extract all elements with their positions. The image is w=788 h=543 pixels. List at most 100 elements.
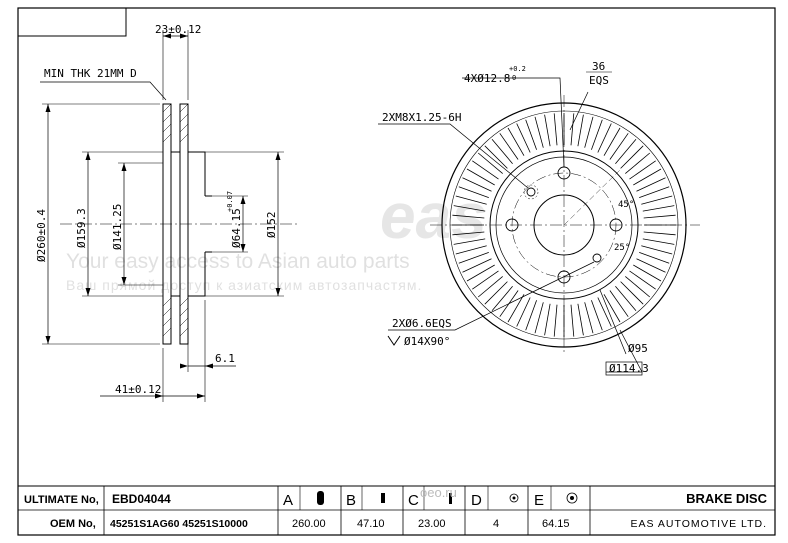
countersink-label: Ø14X90°	[404, 335, 450, 348]
cooling-vane	[577, 114, 584, 147]
dim-95-label: Ø95	[628, 342, 648, 355]
leader-thread	[378, 123, 529, 189]
cooling-vane	[625, 152, 651, 174]
eqs-label: EQS	[589, 74, 609, 87]
dim-152-label: Ø152	[265, 212, 278, 239]
cooling-vanes	[452, 113, 676, 337]
cooling-vane	[636, 177, 666, 192]
cooling-vane	[553, 304, 558, 337]
cooling-vane	[584, 116, 594, 148]
cooling-vane	[516, 123, 531, 153]
dimension-b-icon	[381, 493, 385, 503]
column-b-value: 47.10	[357, 518, 385, 530]
side-view	[40, 30, 300, 402]
cooling-vane	[484, 281, 508, 305]
cooling-vane	[534, 302, 544, 334]
front-view	[378, 77, 700, 376]
cooling-vane	[462, 177, 492, 192]
cooling-vane	[615, 286, 637, 312]
cooling-vane	[597, 297, 612, 327]
cooling-vane	[458, 252, 489, 264]
thread-label: 2XM8X1.25-6H	[382, 111, 461, 124]
side-labels: MIN THK 21MM D 23±0.12 Ø260±0.4 Ø159.3 Ø…	[35, 23, 278, 396]
cooling-vane	[491, 286, 513, 312]
cooling-vane	[477, 152, 503, 174]
oem-label: OEM No,	[50, 518, 96, 530]
dim-61-label: 6.1	[215, 352, 235, 365]
dim-6415-tol: +0.07	[226, 191, 234, 212]
cooling-vane	[629, 270, 656, 290]
cooling-vane	[466, 168, 495, 186]
watermark-logo: eas	[380, 180, 487, 252]
angle-45-label: 45°	[618, 200, 634, 210]
cooling-vane	[642, 205, 675, 212]
ultimate-label: ULTIMATE No,	[24, 494, 99, 506]
dimension-a-icon	[317, 491, 324, 505]
cooling-vane	[639, 186, 670, 198]
cooling-vane	[643, 231, 676, 236]
cooling-vane	[472, 160, 499, 180]
holes-4x-tol2: 0	[512, 74, 516, 82]
dimension-d-icon	[509, 493, 519, 503]
oem-value: 45251S1AG60 45251S10000	[110, 518, 248, 530]
cooling-vane	[642, 238, 675, 245]
cooling-vane	[639, 252, 670, 264]
cooling-vane	[609, 133, 629, 160]
cooling-vane	[584, 302, 594, 334]
watermark-line1: Your easy access to Asian auto parts	[66, 250, 410, 273]
plate-hatch	[162, 103, 189, 337]
cooling-vane	[472, 270, 499, 290]
front-labels: 4XØ12.8 +0.2 0 36 EQS 2XM8X1.25-6H 2XØ6.…	[382, 60, 649, 375]
cooling-vane	[477, 276, 503, 298]
cooling-vane	[577, 303, 584, 336]
cooling-vane	[615, 138, 637, 164]
column-d-letter: D	[471, 492, 482, 509]
thread-hole	[526, 187, 536, 197]
leader-95	[599, 289, 627, 355]
dimension-e-icon	[566, 492, 578, 504]
angle-25-label: 25°	[614, 243, 630, 253]
column-e-value: 64.15	[542, 518, 570, 530]
cooling-vane	[466, 264, 495, 282]
dim-260-label: Ø260±0.4	[35, 209, 48, 262]
cooling-vane	[455, 195, 487, 205]
holes-4x-tol: +0.2	[509, 65, 526, 73]
column-b-letter: B	[346, 492, 356, 509]
part-name: BRAKE DISC	[686, 491, 768, 506]
cooling-vane	[452, 231, 485, 236]
column-d-value: 4	[493, 518, 499, 530]
cooling-vane	[453, 238, 486, 245]
cooling-vane	[609, 290, 629, 317]
cooling-vane	[591, 300, 603, 331]
dimension-c-icon	[449, 493, 452, 504]
cooling-vane	[629, 160, 656, 180]
cooling-vane	[620, 281, 644, 305]
cooling-vane	[553, 113, 558, 146]
watermark-line2: Ваш прямой доступ к азиатским автозапчас…	[66, 277, 422, 293]
watermark: eas Your easy access to Asian auto parts…	[66, 180, 487, 293]
cooling-vane	[455, 245, 487, 255]
cooling-vane	[636, 258, 666, 273]
dim-23-label: 23±0.12	[155, 23, 201, 36]
cooling-vane	[499, 133, 519, 160]
holes-2x-label: 2XØ6.6EQS	[392, 317, 452, 330]
title-block-text: ULTIMATE No, EBD04044 OEM No, 45251S1AG6…	[24, 485, 768, 530]
cooling-vane	[641, 195, 673, 205]
cooling-vane	[525, 300, 537, 331]
leader-4x	[462, 77, 565, 168]
cooling-vane	[597, 123, 612, 153]
cooling-vane	[462, 258, 492, 273]
column-c-value: 23.00	[418, 518, 446, 530]
company-name: EAS AUTOMOTIVE LTD.	[631, 518, 767, 530]
holes-4x-label: 4XØ12.8	[464, 72, 510, 85]
cooling-vane	[591, 119, 603, 150]
dim-14125-label: Ø141.25	[111, 204, 124, 250]
cooling-vane	[544, 303, 551, 336]
side-arrows	[45, 33, 281, 399]
min-thk-label: MIN THK 21MM D	[44, 67, 137, 80]
dim-1143-label: Ø114.3	[609, 362, 649, 375]
cooling-vane	[625, 276, 651, 298]
leader-2x	[388, 261, 595, 331]
cooling-vane	[534, 116, 544, 148]
